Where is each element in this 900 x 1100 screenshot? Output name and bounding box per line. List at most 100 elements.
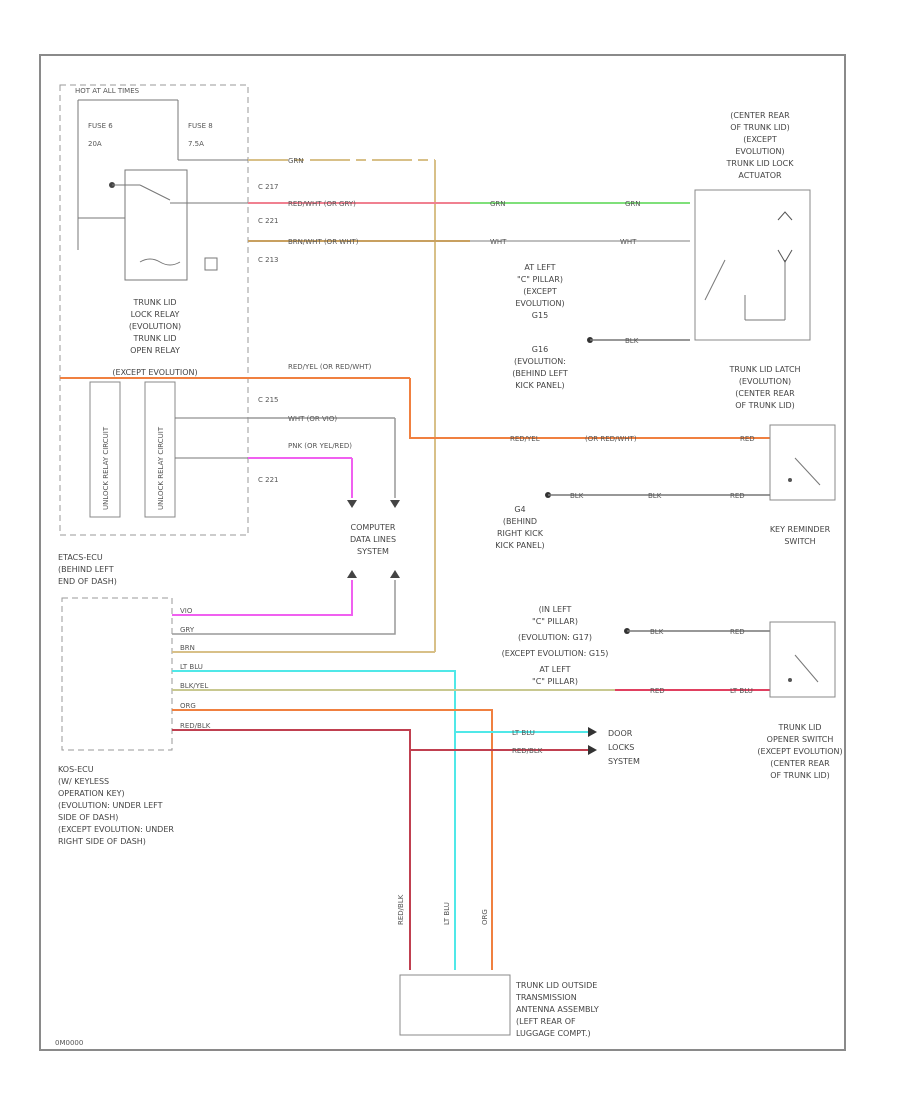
wire-label-brnwht: BRN/WHT (OR WHT) bbox=[288, 238, 359, 246]
pillar-label-line: (EXCEPT EVOLUTION: G15) bbox=[502, 649, 609, 658]
relay-label: TRUNK LID LOCK RELAY (EVOLUTION) TRUNK L… bbox=[112, 298, 197, 377]
latch-label-line: (CENTER REAR bbox=[735, 389, 795, 398]
etacs-label-line: (BEHIND LEFT bbox=[58, 565, 114, 574]
relay-coil-icon bbox=[139, 258, 181, 266]
key-reminder-box bbox=[769, 424, 836, 501]
kos-label-line: (EVOLUTION: UNDER LEFT bbox=[58, 801, 163, 810]
wire-label-grn: GRN bbox=[288, 157, 304, 165]
right-wire-label: RED/YEL bbox=[510, 435, 540, 443]
actuator-switch-icon bbox=[704, 259, 726, 301]
relay-box bbox=[124, 169, 188, 281]
right-wire-label: (OR RED/WHT) bbox=[585, 435, 637, 443]
actuator-label-line: (CENTER REAR bbox=[730, 111, 790, 120]
kos-label-line: RIGHT SIDE OF DASH) bbox=[58, 837, 146, 846]
ground-label-line: G16 bbox=[532, 345, 548, 354]
right-wire-label: RED bbox=[730, 628, 745, 636]
ecu-gry-wire bbox=[172, 580, 396, 635]
actuator-label-line: EVOLUTION) bbox=[735, 147, 784, 156]
right-wire-label: WHT bbox=[490, 238, 507, 246]
right-wire-label: WHT bbox=[620, 238, 637, 246]
key-switch-icon bbox=[794, 457, 821, 486]
key-switch-terminal-icon bbox=[788, 478, 792, 482]
latch-label-line: TRUNK LID LATCH bbox=[728, 365, 800, 374]
ecu-pin-label: LT BLU bbox=[180, 663, 203, 671]
kos-label-line: (EXCEPT EVOLUTION: UNDER bbox=[58, 825, 174, 834]
kos-label-line: (W/ KEYLESS bbox=[58, 777, 109, 786]
antenna-wire-label: RED/BLK bbox=[397, 894, 405, 925]
unlock-circuit-label-2: UNLOCK RELAY CIRCUIT bbox=[157, 426, 165, 510]
connector-label: C 217 bbox=[258, 183, 278, 191]
kos-ecu-box bbox=[61, 597, 173, 751]
opener-switch-icon bbox=[794, 654, 819, 683]
etacs-box bbox=[59, 84, 249, 536]
ground-label-line: (BEHIND LEFT bbox=[512, 369, 568, 378]
ecu-vio-wire bbox=[172, 580, 353, 616]
antenna-label-line: (LEFT REAR OF bbox=[516, 1017, 576, 1026]
right-wire-label: BLK bbox=[625, 337, 639, 345]
ecu-pin-label: BRN bbox=[180, 644, 195, 652]
arrow-icon bbox=[588, 745, 597, 755]
etacs-label: ETACS-ECU (BEHIND LEFT END OF DASH) bbox=[58, 553, 117, 586]
antenna-label-line: TRUNK LID OUTSIDE bbox=[515, 981, 597, 990]
actuator-label: (CENTER REAR OF TRUNK LID) (EXCEPT EVOLU… bbox=[726, 111, 795, 180]
relay-contact-icon bbox=[139, 184, 171, 201]
opener-switch-box bbox=[769, 621, 836, 698]
unlock-circuit-box-2 bbox=[144, 381, 176, 518]
wire-label-pnk: PNK (OR YEL/RED) bbox=[288, 442, 352, 450]
actuator-label-line: ACTUATOR bbox=[738, 171, 782, 180]
ecu-ltblu-wire bbox=[172, 670, 456, 970]
right-wire-label: LT BLU bbox=[512, 729, 535, 737]
ecu-pin-label: VIO bbox=[180, 607, 193, 615]
opener-label-line: (EXCEPT EVOLUTION) bbox=[757, 747, 842, 756]
antenna-wire-label: LT BLU bbox=[443, 902, 451, 925]
computer-label-line: DATA LINES bbox=[350, 535, 396, 544]
opener-label-line: OF TRUNK LID) bbox=[770, 771, 830, 780]
relay-label-line: LOCK RELAY bbox=[131, 310, 180, 319]
fuse8-name: FUSE 8 bbox=[188, 122, 213, 130]
outer-frame bbox=[39, 54, 846, 1051]
fuse6-rating: 20A bbox=[88, 140, 102, 148]
antenna-label-line: ANTENNA ASSEMBLY bbox=[516, 1005, 599, 1014]
right-wire-label: LT BLU bbox=[730, 687, 753, 695]
opener-label-line: TRUNK LID bbox=[777, 723, 821, 732]
ground-label-line: EVOLUTION) bbox=[515, 299, 564, 308]
computer-label: COMPUTER DATA LINES SYSTEM bbox=[350, 523, 396, 556]
actuator-motor-icon bbox=[777, 249, 793, 263]
computer-label-line: COMPUTER bbox=[351, 523, 396, 532]
g4-label-line: RIGHT KICK bbox=[497, 529, 544, 538]
relay-pin-icon bbox=[204, 257, 218, 271]
relay-label-line: (EXCEPT EVOLUTION) bbox=[112, 368, 197, 377]
latch-label-line: (EVOLUTION) bbox=[739, 377, 791, 386]
g4-label: G4 (BEHIND RIGHT KICK KICK PANEL) bbox=[495, 505, 544, 550]
antenna-label: TRUNK LID OUTSIDE TRANSMISSION ANTENNA A… bbox=[515, 981, 599, 1038]
fuse8-rating: 7.5A bbox=[188, 140, 204, 148]
ecu-pin-label: GRY bbox=[180, 626, 195, 634]
g4-label-line: G4 bbox=[514, 505, 525, 514]
right-wire-label: RED bbox=[730, 492, 745, 500]
ground-label-line: (EVOLUTION: bbox=[514, 357, 566, 366]
computer-label-line: SYSTEM bbox=[357, 547, 389, 556]
arrow-icon bbox=[390, 500, 400, 508]
ecu-pin-label: ORG bbox=[180, 702, 196, 710]
etacs-label-line: END OF DASH) bbox=[58, 577, 117, 586]
kos-label-line: SIDE OF DASH) bbox=[58, 813, 118, 822]
pillar-label: (IN LEFT "C" PILLAR) (EVOLUTION: G17) (E… bbox=[502, 605, 609, 686]
ecu-redblk-wire bbox=[172, 729, 411, 970]
antenna-label-line: LUGGAGE COMPT.) bbox=[516, 1029, 591, 1038]
connector-label: C 215 bbox=[258, 396, 278, 404]
pillar-label-line: "C" PILLAR) bbox=[532, 617, 578, 626]
wire-label-redwht: RED/WHT (OR GRY) bbox=[288, 200, 356, 208]
key-reminder-label: KEY REMINDER SWITCH bbox=[770, 525, 831, 546]
etacs-label-line: ETACS-ECU bbox=[58, 553, 103, 562]
arrow-icon bbox=[347, 570, 357, 578]
antenna-box bbox=[399, 974, 511, 1036]
unlock-circuit-box-1 bbox=[89, 381, 121, 518]
ecu-pin-label: BLK/YEL bbox=[180, 682, 208, 690]
right-wire-label: BLK bbox=[570, 492, 584, 500]
wire-label-wht: WHT (OR VIO) bbox=[288, 415, 337, 423]
antenna-wire-label: ORG bbox=[481, 909, 489, 925]
actuator-label-line: TRUNK LID LOCK bbox=[726, 159, 795, 168]
pillar-label-line: "C" PILLAR) bbox=[532, 677, 578, 686]
ground-label-line: G15 bbox=[532, 311, 548, 320]
